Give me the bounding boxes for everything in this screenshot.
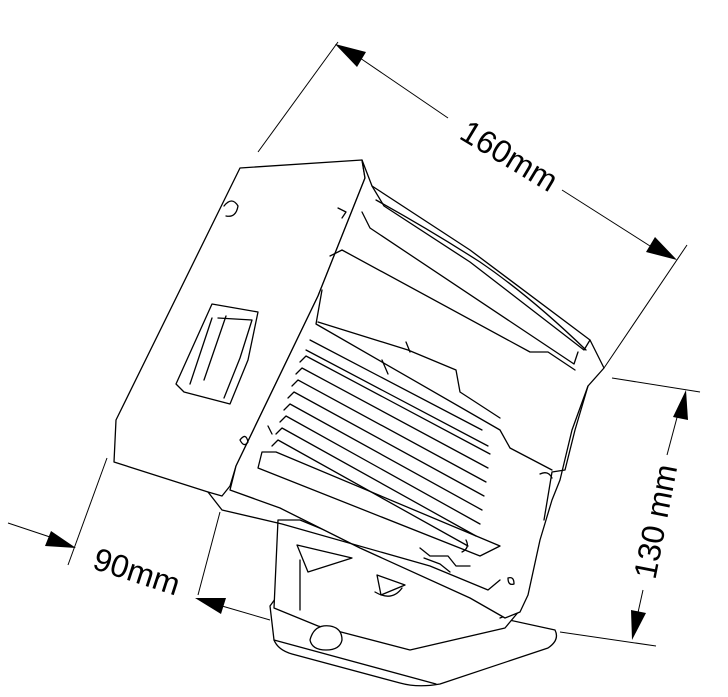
dimension-line-length-lower [561,189,651,247]
housing-small-bolt-1 [239,435,249,446]
vent-slot [305,349,489,447]
bracket-triangle-cutout-right [376,574,406,596]
vent-slots [271,339,491,547]
housing-lower-strip [257,451,501,557]
vent-slot [271,439,469,547]
arrowhead-depth-right [195,598,226,614]
vent-slot [291,379,487,483]
housing-top-bevel-inner [375,199,587,351]
arrowhead-length-right [646,237,677,260]
bracket-curved-lip [374,587,403,597]
extension-line-height-bottom [559,631,657,647]
housing-small-bolt-4 [267,425,553,479]
housing-middle-ledge [315,289,553,471]
housing-right-inner-edge [543,385,589,521]
vent-slot [309,339,483,431]
connector-body [419,547,471,567]
housing-upper-channel-2 [329,249,576,371]
housing [113,159,605,619]
vent-slot [295,367,489,469]
dimension-line-depth-right [221,605,271,621]
housing-side-window [175,303,259,405]
extension-line-length-left [257,41,339,153]
housing-small-bolt-2 [337,207,347,219]
housing-top-bevel [371,185,591,351]
housing-upper-channel [361,211,579,365]
extension-line-depth-right [197,511,221,596]
housing-small-bolt-3 [381,341,411,375]
bracket-triangle-cutout-left [296,544,353,573]
dimension-line-depth-left [7,522,51,538]
housing-small-bolt-5 [507,576,515,586]
dimension-label-height: 130 mm [627,461,684,581]
mounting-bracket [269,519,558,687]
housing-middle-ledge-lower [317,321,501,419]
dimension-height: 130 mm [559,377,701,647]
housing-left-notch [223,200,239,217]
vent-slot [279,415,481,525]
dimension-label-depth: 90mm [89,541,185,603]
housing-bottom-lip [207,491,501,591]
arrowhead-length-left [335,44,366,67]
connector-wires [423,539,468,573]
vent-slot [299,355,491,455]
extension-line-height-top [611,377,701,393]
housing-side-window-inner [189,315,253,399]
arrowhead-depth-left [45,531,76,548]
vent-slot [275,427,477,537]
extension-line-length-right [603,244,688,369]
arrowhead-height-top [673,390,688,420]
arrowhead-height-bottom [631,610,646,640]
housing-front-face [229,159,605,619]
bracket-mount-slot [309,625,343,651]
vent-slot [283,403,483,511]
dimension-label-length: 160mm [454,113,564,199]
bracket-base-edge [273,639,437,685]
cable-connector [419,539,471,573]
dimension-line-length-upper [359,57,449,119]
vent-slot [287,391,485,497]
